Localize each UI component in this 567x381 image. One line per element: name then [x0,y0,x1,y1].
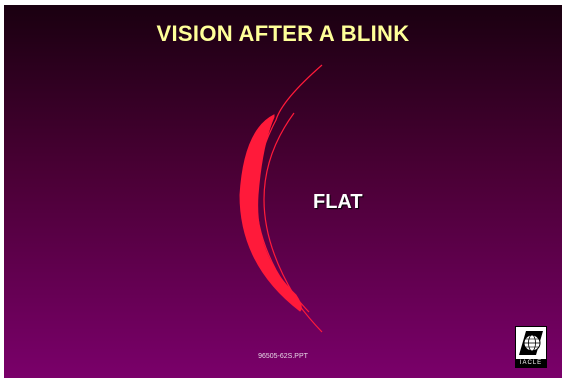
cornea-lens-diagram [4,5,562,378]
fit-label: FLAT [313,191,363,214]
contact-lens [240,115,301,311]
logo-text: IACLE [516,359,546,367]
file-name-footer: 96505-62S.PPT [4,353,562,360]
globe-icon [516,327,546,359]
iacle-logo: IACLE [515,326,547,368]
slide: VISION AFTER A BLINK FLAT 96505-62S.PPT … [4,5,562,378]
